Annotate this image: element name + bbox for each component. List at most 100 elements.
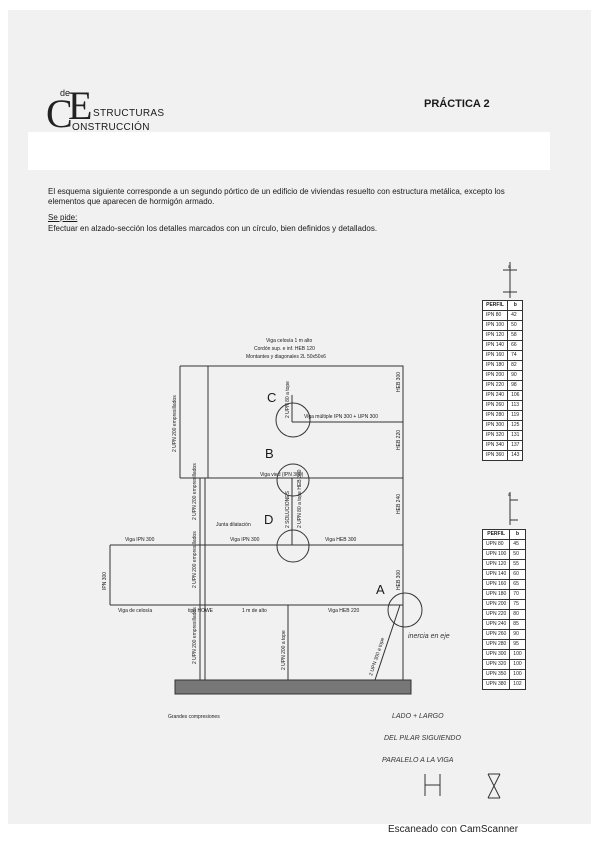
profile-name-cell: IPN 160 [481, 350, 509, 361]
logo-construccion: ONSTRUCCIÓN [72, 122, 150, 133]
detail-label-a: A [376, 582, 385, 597]
profile-name-cell: UPN 80 [481, 539, 511, 550]
profile-name-cell: UPN 240 [481, 619, 511, 630]
profile-name-cell: IPN 120 [481, 330, 509, 341]
profile-name-cell: IPN 140 [481, 340, 509, 351]
profile-b-cell: 131 [507, 430, 524, 441]
label-ipn300-left: IPN 300 [102, 572, 108, 590]
profile-name-cell: UPN 380 [481, 679, 511, 690]
label-soluciones: 2 SOLUCIONES [285, 490, 291, 528]
label-upn200-bottom-mid: 2 UPN 200 a tope [281, 630, 287, 670]
profile-b-cell: 65 [509, 579, 526, 590]
ipn-header-perfil: PERFIL [481, 300, 509, 311]
profile-name-cell: IPN 200 [481, 370, 509, 381]
profile-b-cell: 125 [507, 420, 524, 431]
label-upn-mid: 2 UPN 200 empresillados [192, 463, 198, 520]
label-upn300-diag: 2 UPN 300 a tope [368, 637, 386, 677]
detail-label-b: B [265, 446, 274, 461]
label-viga-ipn-left: Viga IPN 300 [125, 537, 155, 543]
upn-sketch-label: a [508, 492, 511, 498]
profile-name-cell: IPN 240 [481, 390, 509, 401]
profile-name-cell: UPN 280 [481, 639, 511, 650]
profile-name-cell: UPN 320 [481, 659, 511, 670]
upn-header-b: b [509, 529, 526, 540]
profile-name-cell: IPN 320 [481, 430, 509, 441]
profile-name-cell: IPN 260 [481, 400, 509, 411]
profile-b-cell: 119 [507, 410, 524, 421]
hand-note-2: DEL PILAR SIGUIENDO [384, 735, 461, 742]
hand-note-1: LADO + LARGO [392, 713, 444, 720]
profile-b-cell: 85 [509, 619, 526, 630]
profile-name-cell: IPN 220 [481, 380, 509, 391]
label-viga-celosia: Viga de celosía [118, 608, 152, 614]
profile-b-cell: 66 [507, 340, 524, 351]
profile-b-cell: 90 [507, 370, 524, 381]
profile-b-cell: 113 [507, 400, 524, 411]
profile-b-cell: 100 [509, 659, 526, 670]
label-viga-heb: Viga HEB 300 [325, 537, 357, 543]
label-top-3: Montantes y diagonales 2L 50x50x6 [246, 354, 326, 360]
detail-label-c: C [267, 390, 276, 405]
logo-letter-c: C [46, 91, 73, 136]
se-pide-label: Se pide: [48, 213, 78, 222]
label-upn-mid2: 2 UPN 200 empresillados [192, 531, 198, 588]
label-upn80-top: 2 UPN 80 a tope [285, 381, 291, 418]
profile-b-cell: 70 [509, 589, 526, 600]
label-upn80-mid: 2 UPN 80 a tope HEB 300 [297, 469, 303, 528]
profile-name-cell: IPN 100 [481, 320, 509, 331]
task-paragraph: Efectuar en alzado-sección los detalles … [48, 224, 378, 233]
profile-name-cell: UPN 180 [481, 589, 511, 600]
ipn-sketch-label: a [508, 264, 511, 270]
logo-estructuras: STRUCTURAS [93, 108, 165, 119]
profile-b-cell: 42 [507, 310, 524, 321]
label-heb300-right-top: HEB 300 [396, 372, 402, 392]
hand-note-inercia: inercia en eje [408, 633, 450, 640]
profile-name-cell: IPN 360 [481, 450, 509, 461]
profile-b-cell: 45 [509, 539, 526, 550]
profile-b-cell: 50 [507, 320, 524, 331]
profile-b-cell: 106 [507, 390, 524, 401]
profile-b-cell: 137 [507, 440, 524, 451]
label-metro-alto: 1 m de alto [242, 608, 267, 614]
profile-name-cell: UPN 140 [481, 569, 511, 580]
profile-name-cell: UPN 300 [481, 649, 511, 660]
profile-name-cell: UPN 260 [481, 629, 511, 640]
profile-b-cell: 58 [507, 330, 524, 341]
profile-name-cell: UPN 160 [481, 579, 511, 590]
profile-name-cell: IPN 300 [481, 420, 509, 431]
profile-b-cell: 95 [509, 639, 526, 650]
profile-b-cell: 100 [509, 669, 526, 680]
label-heb300-right-low: HEB 300 [396, 570, 402, 590]
label-tipo-howe: tipo HOWE [188, 608, 214, 614]
label-top-2: Cordón sup. e inf. HEB 120 [254, 346, 315, 352]
hand-note-3: PARALELO A LA VIGA [382, 757, 454, 764]
label-grandes-compresiones: Grandes compresiones [168, 714, 220, 720]
profile-name-cell: UPN 100 [481, 549, 511, 560]
profile-b-cell: 55 [509, 559, 526, 570]
label-top-1: Viga celosía 1 m alto [266, 338, 313, 344]
